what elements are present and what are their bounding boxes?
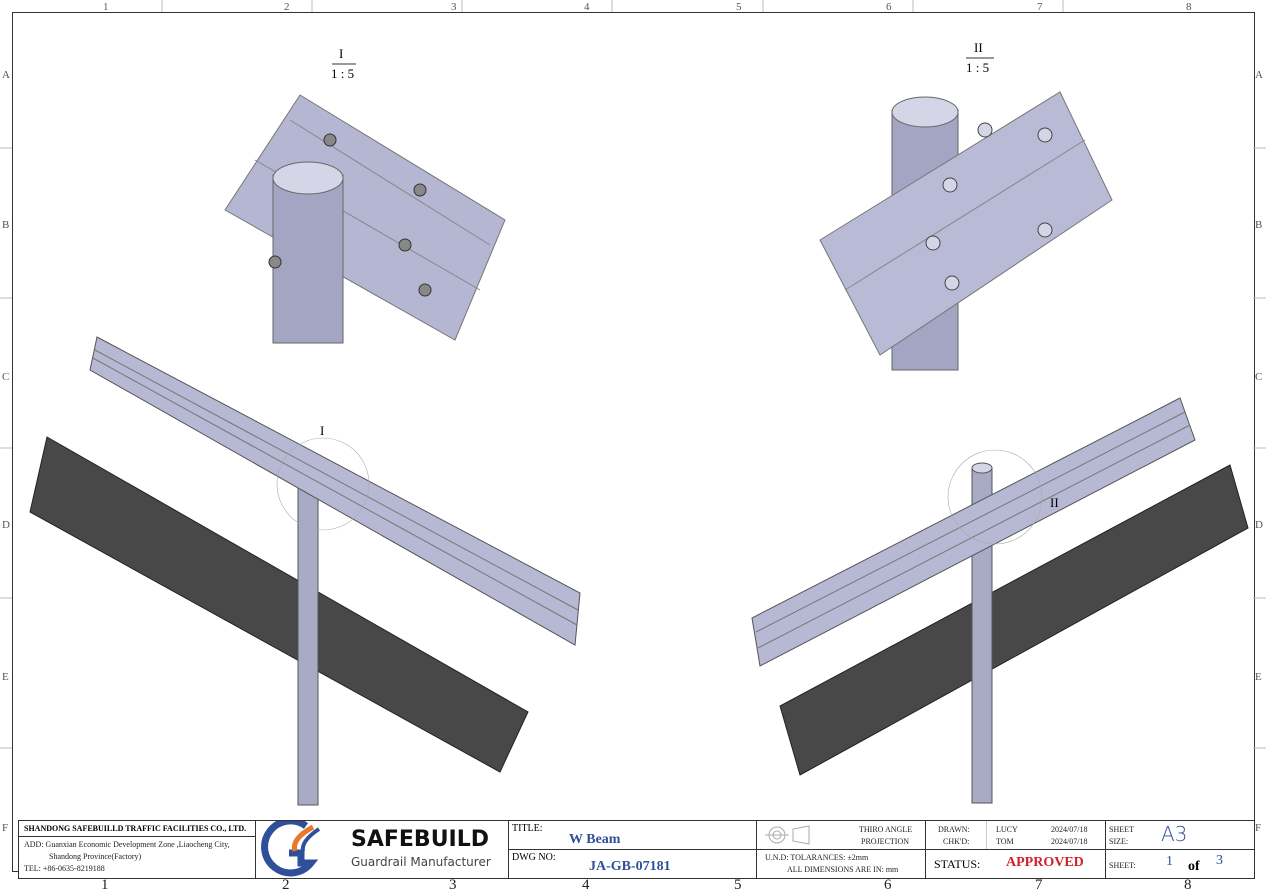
zone-row: C	[2, 371, 10, 383]
zone-col: 2	[282, 877, 290, 893]
rail-section	[224, 94, 506, 341]
status-label: STATUS:	[934, 857, 981, 871]
company-name: SHANDONG SAFEBUILLD TRAFFIC FACILITIES C…	[24, 824, 247, 833]
sheet-number: 1	[1166, 854, 1173, 869]
projection-cell: THIRO ANGLE PROJECTION U.N.D: TOLARANCES…	[757, 821, 926, 878]
dwg-no-label: DWG NO:	[512, 852, 556, 863]
sheet-label: SHEET:	[1109, 861, 1136, 870]
zone-row: F	[1255, 822, 1262, 834]
zone-col: 7	[1037, 1, 1043, 13]
drawn-date: 2024/07/18	[1051, 825, 1088, 834]
dwg-number: JA-GB-07181	[589, 859, 671, 874]
title-cell: TITLE: W Beam DWG NO: JA-GB-07181	[509, 821, 757, 878]
callout-i: I	[320, 423, 325, 438]
road-surface	[779, 464, 1249, 776]
zone-row: A	[2, 69, 10, 81]
checked-date: 2024/07/18	[1051, 837, 1088, 846]
sheet-of: of	[1188, 859, 1200, 874]
rail-section	[819, 91, 1113, 356]
drawn-by: LUCY	[996, 825, 1018, 834]
sheet-cell: SHEET SIZE: A3 SHEET: 1 of 3	[1106, 821, 1254, 878]
logo-cell: SAFEBUILD Guardrail Manufacturer	[256, 821, 509, 878]
zone-col: 2	[284, 1, 290, 13]
logo-tagline: Guardrail Manufacturer	[351, 855, 491, 869]
title-label: TITLE:	[512, 823, 543, 834]
third-angle-projection-icon	[765, 825, 810, 845]
zone-row: F	[2, 822, 9, 834]
zone-col: 7	[1035, 877, 1043, 893]
zone-row: D	[1255, 519, 1263, 531]
zone-row: E	[2, 671, 9, 683]
projection-line-1: THIRO ANGLE	[859, 825, 913, 834]
zone-col: 8	[1184, 877, 1192, 893]
title-block: SHANDONG SAFEBUILLD TRAFFIC FACILITIES C…	[18, 820, 1255, 879]
zone-col: 6	[884, 877, 892, 893]
post	[297, 459, 319, 806]
w-beam-rail	[751, 397, 1196, 667]
drawing-title: W Beam	[569, 832, 621, 847]
zone-col: 3	[451, 1, 457, 13]
address-line-2: Shandong Province(Factory)	[49, 852, 142, 861]
zone-ticks	[0, 0, 1266, 749]
zone-row: B	[1255, 219, 1263, 231]
zone-row: A	[1255, 69, 1263, 81]
zone-col: 4	[582, 877, 590, 893]
zone-row: C	[1255, 371, 1263, 383]
post	[272, 174, 344, 344]
detail-i-scale: 1 : 5	[331, 66, 355, 81]
checked-label: CHK'D:	[943, 837, 970, 846]
detail-ii-view	[819, 91, 1113, 371]
zone-row: B	[2, 219, 10, 231]
detail-i-label: I	[339, 46, 344, 61]
zone-col: 5	[734, 877, 742, 893]
callout-ii: II	[1050, 495, 1059, 510]
telephone: TEL: +86-0635-8219188	[24, 864, 105, 873]
approval-cell: DRAWN: LUCY 2024/07/18 CHK'D: TOM 2024/0…	[926, 821, 1106, 878]
checked-by: TOM	[996, 837, 1014, 846]
zone-col: 8	[1186, 1, 1192, 13]
sheet-size: A3	[1161, 822, 1188, 846]
zone-row: D	[2, 519, 10, 531]
sheet-total: 3	[1216, 853, 1223, 868]
detail-ii-scale: 1 : 5	[966, 60, 990, 75]
detail-circle-ii	[947, 449, 1043, 545]
projection-line-2: PROJECTION	[861, 837, 910, 846]
zone-col: 4	[584, 1, 590, 13]
zone-col: 5	[736, 1, 742, 13]
zone-col: 6	[886, 1, 892, 13]
dimension-units: ALL DIMENSIONS ARE IN: mm	[787, 865, 899, 874]
logo-name: SAFEBUILD	[351, 827, 490, 852]
tolerance-line: U.N.D: TOLARANCES: ±2mm	[765, 853, 869, 862]
safebuild-logo-icon	[261, 821, 321, 877]
left-assembly-view	[29, 336, 581, 806]
zone-col: 1	[103, 1, 109, 13]
zone-col: 3	[449, 877, 457, 893]
drawn-label: DRAWN:	[938, 825, 970, 834]
road-surface	[29, 436, 529, 773]
zone-col: 1	[101, 877, 109, 893]
right-assembly-view	[751, 397, 1249, 804]
zone-row: E	[1255, 671, 1262, 683]
address-line-1: ADD: Guanxian Economic Development Zone …	[24, 840, 230, 849]
detail-ii-label: II	[974, 40, 983, 55]
sheet-size-label: SHEET	[1109, 825, 1134, 834]
detail-circle-i	[276, 437, 370, 531]
sheet-size-label-2: SIZE:	[1109, 837, 1129, 846]
detail-i-view	[224, 94, 506, 344]
status-badge: APPROVED	[1006, 855, 1084, 870]
company-cell: SHANDONG SAFEBUILLD TRAFFIC FACILITIES C…	[19, 821, 256, 878]
